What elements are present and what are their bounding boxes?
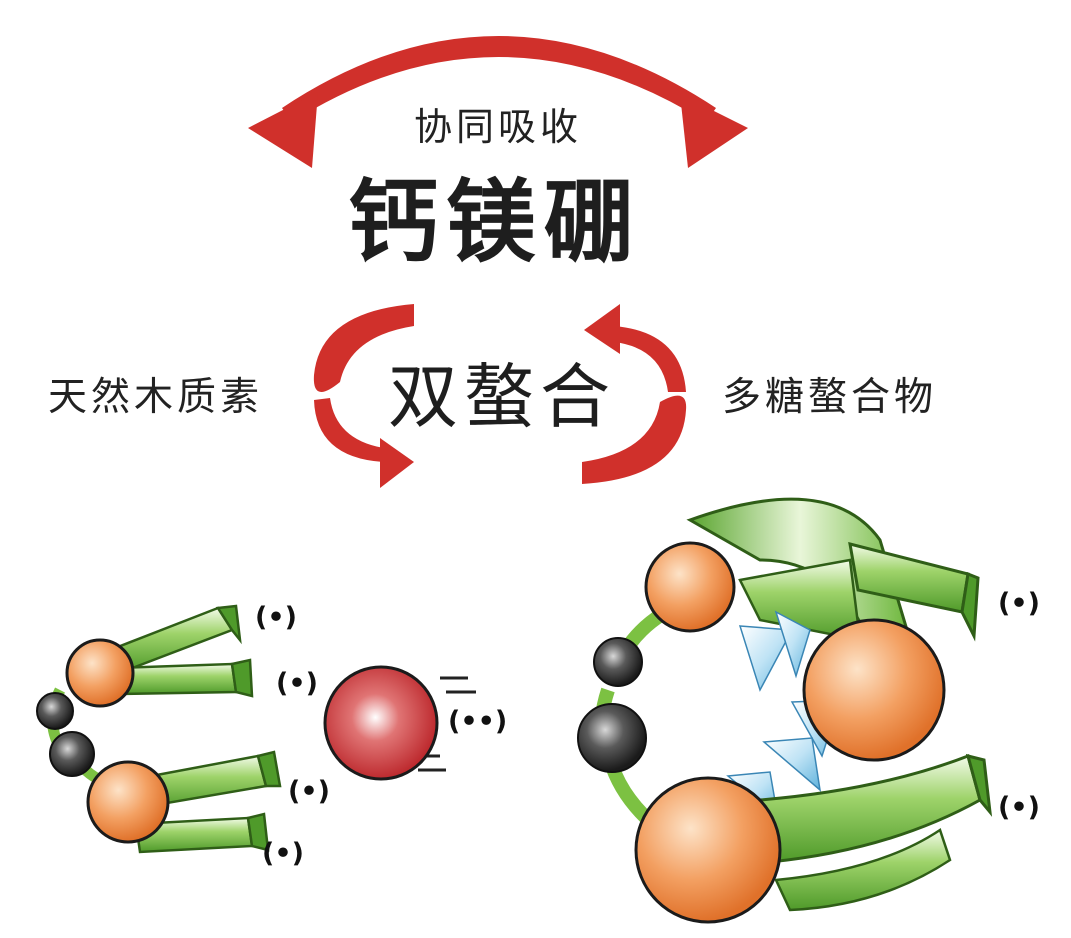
charge-label: (•) <box>998 588 1040 619</box>
charge-label: (•) <box>262 838 304 869</box>
ligand-claw-icon <box>36 604 282 854</box>
left-source-label: 天然木质素 <box>48 375 264 420</box>
chelate-label: 双螯合 <box>388 356 616 438</box>
main-title: 钙镁硼 <box>348 170 642 275</box>
charge-label: (•) <box>998 792 1040 823</box>
cosynergy-label: 协同吸收 <box>414 105 583 149</box>
charge-label: (•) <box>288 776 330 807</box>
charge-label-double: (••) <box>448 706 508 737</box>
metal-ion-icon <box>323 665 476 781</box>
double-curved-arrow-icon <box>248 36 748 168</box>
chelate-complex-icon <box>577 497 993 924</box>
right-source-label: 多糖螯合物 <box>722 375 938 420</box>
charge-label: (•) <box>255 602 297 633</box>
cycle-arrows-icon <box>313 304 687 488</box>
charge-label: (•) <box>276 668 318 699</box>
